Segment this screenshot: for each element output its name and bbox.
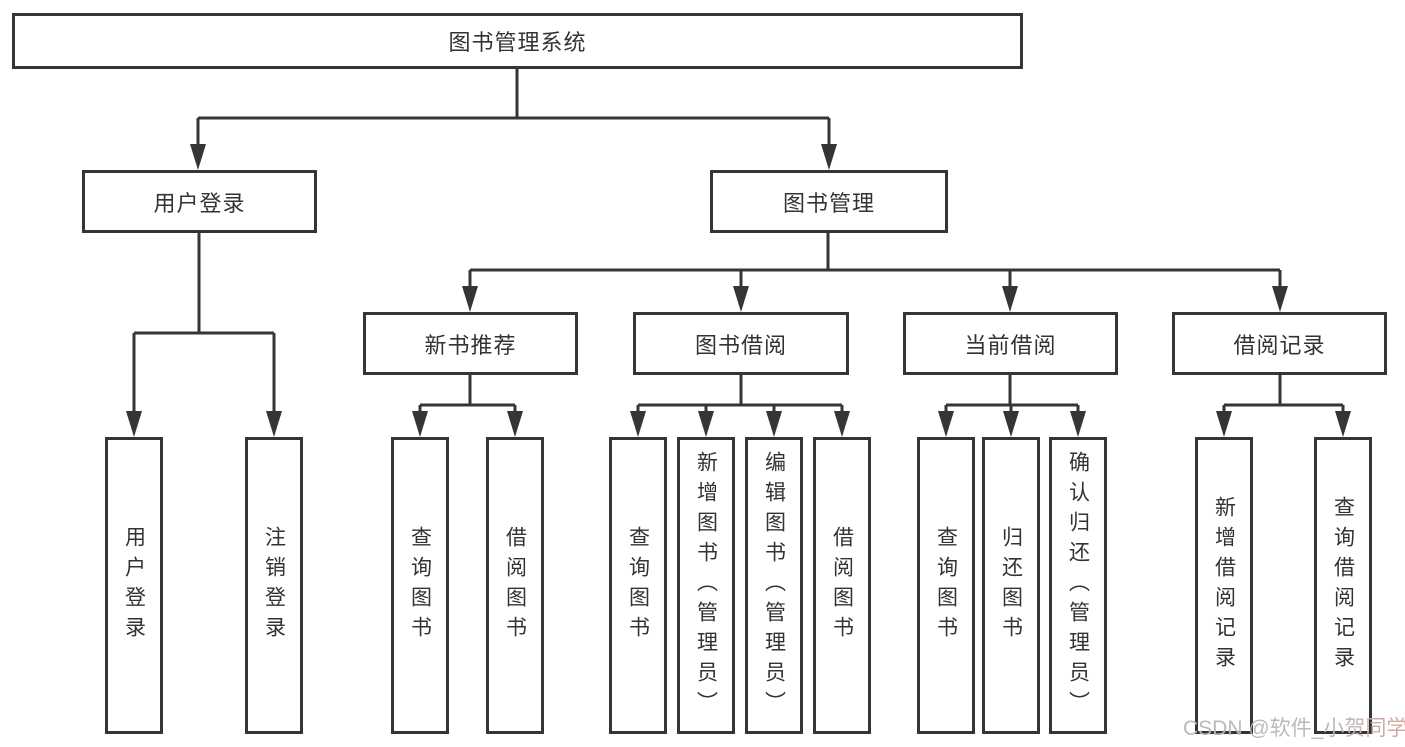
- node-leaf-user-login: 用户登录: [105, 437, 163, 734]
- node-label: 借阅记录: [1233, 332, 1326, 358]
- arrowhead-icons: [126, 144, 1351, 437]
- node-label: 用户登录: [122, 525, 146, 646]
- node-leaf-borrow-books-1: 借阅图书: [486, 437, 544, 734]
- node-borrow-records: 借阅记录: [1172, 312, 1387, 375]
- node-leaf-edit-book-admin: 编辑图书（管理员）: [745, 437, 803, 734]
- node-leaf-return-book: 归还图书: [982, 437, 1040, 734]
- node-leaf-query-borrow-record: 查询借阅记录: [1314, 437, 1372, 734]
- node-label: 当前借阅: [964, 332, 1057, 358]
- node-leaf-add-book-admin: 新增图书（管理员）: [677, 437, 735, 734]
- node-label: 查询图书: [934, 525, 958, 646]
- node-library-system: 图书管理系统: [12, 13, 1023, 69]
- node-label: 借阅图书: [503, 525, 527, 646]
- node-label: 图书管理系统: [448, 30, 587, 55]
- node-label: 新增借阅记录: [1212, 495, 1236, 676]
- node-label: 注销登录: [262, 525, 286, 646]
- node-leaf-add-borrow-record: 新增借阅记录: [1195, 437, 1253, 734]
- node-current-borrow: 当前借阅: [903, 312, 1118, 375]
- node-label: 新书推荐: [424, 332, 517, 358]
- node-label: 编辑图书（管理员）: [762, 450, 786, 721]
- node-label: 图书管理: [782, 190, 875, 216]
- node-label: 查询图书: [408, 525, 432, 646]
- node-label: 查询借阅记录: [1331, 495, 1355, 676]
- node-leaf-query-books-1: 查询图书: [391, 437, 449, 734]
- node-label: 确认归还（管理员）: [1066, 450, 1090, 721]
- node-user-login: 用户登录: [82, 170, 317, 233]
- node-label: 新增图书（管理员）: [694, 450, 718, 721]
- node-new-book-recommend: 新书推荐: [363, 312, 578, 375]
- node-leaf-query-books-3: 查询图书: [917, 437, 975, 734]
- node-leaf-borrow-books-2: 借阅图书: [813, 437, 871, 734]
- node-label: 用户登录: [153, 190, 246, 216]
- csdn-watermark: CSDN @软件_小贺同学: [1183, 712, 1405, 742]
- node-label: 查询图书: [626, 525, 650, 646]
- node-leaf-confirm-return-admin: 确认归还（管理员）: [1049, 437, 1107, 734]
- node-book-borrow: 图书借阅: [633, 312, 849, 375]
- node-book-management: 图书管理: [710, 170, 948, 233]
- node-label: 归还图书: [999, 525, 1023, 646]
- node-leaf-query-books-2: 查询图书: [609, 437, 667, 734]
- node-leaf-logout: 注销登录: [245, 437, 303, 734]
- node-label: 借阅图书: [830, 525, 854, 646]
- node-label: 图书借阅: [694, 332, 787, 358]
